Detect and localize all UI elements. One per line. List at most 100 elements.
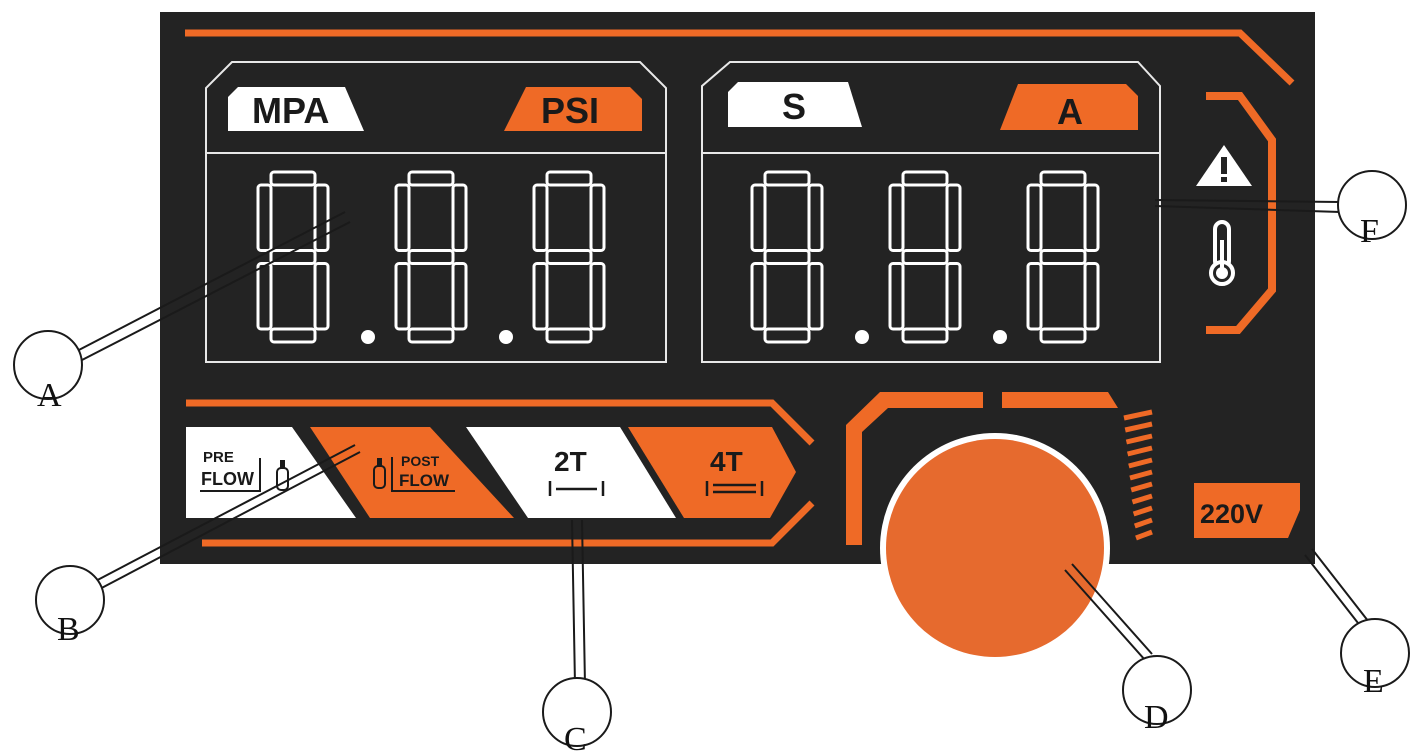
- segment-f: [1026, 183, 1043, 252]
- segment-g: [763, 249, 811, 265]
- voltage-badge-label: 220V: [1200, 499, 1263, 529]
- 2t-mode-button[interactable]: 2T: [466, 427, 676, 518]
- segment-a: [763, 170, 811, 187]
- segment-c: [1083, 262, 1100, 331]
- segment-b: [1083, 183, 1100, 252]
- scale-tick: [1129, 469, 1153, 481]
- segment-digit-2: [1026, 170, 1100, 344]
- scale-tick: [1130, 481, 1153, 493]
- segment-g: [901, 249, 949, 265]
- svg-text:F: F: [1360, 213, 1379, 250]
- 4t-mode-label: 4T: [710, 446, 743, 477]
- segment-c: [945, 262, 962, 331]
- segment-d: [407, 327, 455, 344]
- post-flow-label-line1: POST: [401, 453, 440, 469]
- segment-a: [901, 170, 949, 187]
- scale-tick: [1132, 505, 1153, 517]
- segment-d: [545, 327, 593, 344]
- decimal-point: [855, 330, 869, 344]
- segment-digit-1: [394, 170, 468, 344]
- 2t-mode-label: 2T: [554, 446, 587, 477]
- callout-b: B: [35, 565, 105, 648]
- segment-a: [407, 170, 455, 187]
- segment-f: [888, 183, 905, 252]
- segment-b: [451, 183, 468, 252]
- pressure-display: MPA PSI: [205, 61, 667, 363]
- segment-f: [750, 183, 767, 252]
- psi-unit-label: PSI: [541, 90, 599, 131]
- warning-triangle-icon: [1196, 145, 1252, 186]
- segment-c: [451, 262, 468, 331]
- callout-c: C: [542, 677, 612, 756]
- segment-digit-0: [750, 170, 824, 344]
- segment-d: [269, 327, 317, 344]
- svg-text:E: E: [1363, 663, 1384, 700]
- scale-tick: [1131, 493, 1153, 505]
- 2t-trigger-icon: [548, 481, 605, 496]
- mpa-unit-tab: [228, 87, 364, 131]
- post-flow-button[interactable]: POST FLOW: [310, 427, 514, 518]
- psi-unit-tab: [504, 87, 642, 131]
- 4t-mode-button[interactable]: 4T: [628, 427, 796, 518]
- callout-f: F: [1337, 170, 1407, 250]
- segment-e: [256, 262, 273, 331]
- svg-text:A: A: [37, 377, 62, 414]
- scale-tick: [1123, 409, 1153, 421]
- gas-cylinder-icon: [373, 458, 386, 489]
- scale-tick: [1125, 433, 1153, 445]
- segment-b: [807, 183, 824, 252]
- svg-text:C: C: [564, 721, 587, 756]
- callout-d: D: [1122, 655, 1192, 736]
- segment-e: [1026, 262, 1043, 331]
- segment-f: [394, 183, 411, 252]
- segment-e: [888, 262, 905, 331]
- scale-tick: [1127, 445, 1153, 457]
- segment-c: [589, 262, 606, 331]
- segment-c: [313, 262, 330, 331]
- thermometer-icon: [1209, 220, 1235, 286]
- seconds-unit-label: S: [782, 86, 806, 127]
- segment-e: [394, 262, 411, 331]
- segment-b: [589, 183, 606, 252]
- scale-tick: [1135, 529, 1153, 541]
- top-accent-line: [185, 29, 1295, 86]
- segment-e: [750, 262, 767, 331]
- callout-leaders: [74, 199, 1373, 686]
- segment-f: [532, 183, 549, 252]
- segment-b: [313, 183, 330, 252]
- status-bracket: [1206, 92, 1276, 334]
- segment-g: [407, 249, 455, 265]
- button-strip-bottom-line: [202, 500, 815, 547]
- pre-flow-label-line1: PRE: [203, 449, 234, 466]
- scale-tick: [1124, 421, 1153, 433]
- mpa-unit-label: MPA: [252, 90, 329, 131]
- voltage-badge: 220V: [1194, 483, 1300, 538]
- post-flow-label-line2: FLOW: [399, 471, 450, 490]
- callout-a: A: [13, 330, 83, 414]
- amps-unit-label: A: [1057, 91, 1083, 132]
- segment-f: [256, 183, 273, 252]
- segment-a: [545, 170, 593, 187]
- callout-e: E: [1340, 618, 1410, 700]
- segment-b: [945, 183, 962, 252]
- decimal-point: [499, 330, 513, 344]
- knob-scale: [1123, 409, 1153, 541]
- knob-bracket-left: [846, 392, 983, 545]
- seconds-unit-tab: [728, 82, 862, 127]
- svg-text:D: D: [1144, 699, 1169, 736]
- adjustment-knob[interactable]: [880, 433, 1110, 663]
- svg-text:B: B: [57, 611, 80, 648]
- segment-a: [1039, 170, 1087, 187]
- decimal-point: [993, 330, 1007, 344]
- segment-g: [1039, 249, 1087, 265]
- decimal-point: [361, 330, 375, 344]
- 4t-trigger-icon: [705, 481, 764, 496]
- segment-a: [269, 170, 317, 187]
- pre-flow-button[interactable]: PRE FLOW: [186, 427, 356, 518]
- knob-bracket-right: [1002, 392, 1118, 408]
- scale-tick: [1128, 457, 1153, 469]
- segment-digit-2: [532, 170, 606, 344]
- scale-tick: [1133, 517, 1153, 529]
- segment-digit-1: [888, 170, 962, 344]
- amps-unit-tab: [1000, 84, 1138, 130]
